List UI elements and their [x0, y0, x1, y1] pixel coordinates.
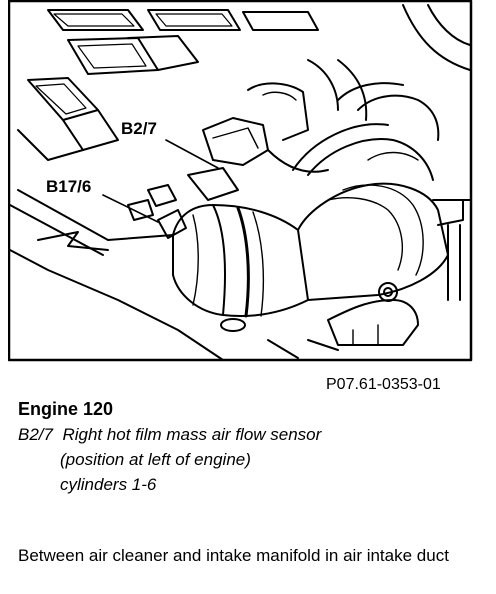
- callout-b2-7: B2/7: [121, 119, 157, 138]
- figure-reference-number: P07.61-0353-01: [326, 376, 441, 393]
- engine-line-drawing: B2/7 B17/6: [8, 0, 473, 362]
- component-code: B2/7: [18, 425, 53, 444]
- engine-title: Engine 120: [18, 399, 114, 419]
- caption-line-component: B2/7 Right hot film mass air flow sensor: [18, 422, 488, 447]
- air-duct: [172, 82, 449, 332]
- intake-runners: [17, 9, 319, 161]
- location-note: Between air cleaner and intake manifold …: [18, 546, 449, 565]
- caption-block: Engine 120 B2/7 Right hot film mass air …: [18, 399, 488, 497]
- component-description: Right hot film mass air flow sensor: [62, 425, 322, 444]
- engine-illustration: B2/7 B17/6: [8, 0, 473, 362]
- caption-line-position: (position at left of engine): [60, 450, 251, 469]
- callout-b17-6: B17/6: [46, 177, 91, 196]
- caption-line-cylinders: cylinders 1-6: [60, 475, 157, 494]
- mass-air-flow-sensor: [127, 59, 368, 239]
